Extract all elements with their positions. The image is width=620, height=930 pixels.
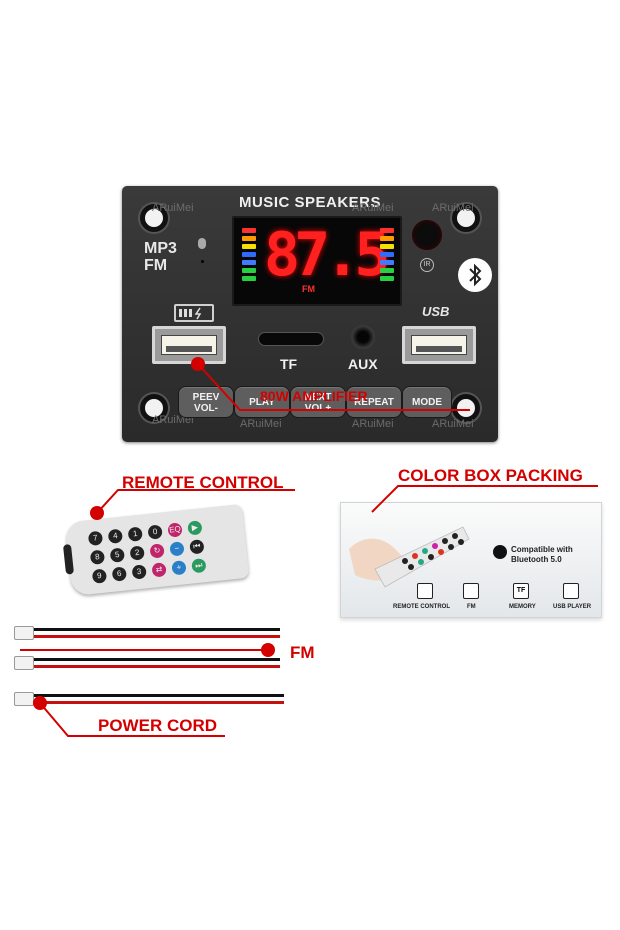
button-label: VOL- [194,403,218,414]
remote-ir-window [62,543,75,575]
remote-key[interactable]: 0 [147,524,163,540]
remote-control-label: REMOTE CONTROL [122,473,284,492]
remote-key[interactable]: 5 [109,547,126,563]
memory-feature-icon: TF [513,583,529,599]
remote-key[interactable]: 6 [111,566,128,582]
mounting-hole-bottom-left [140,394,168,422]
fm-feature-icon [463,583,479,599]
watermark: ARuiMei [352,418,394,430]
microphone-hole [201,260,204,263]
level-bars-left [242,228,256,284]
remote-key[interactable]: 9 [91,568,108,584]
remote-key[interactable]: 3 [131,564,147,580]
mp3-fm-label: MP3 FM [144,240,177,274]
hand-with-remote-image [349,526,470,588]
bluetooth-badge-icon [493,545,507,559]
mounting-hole-top-left [140,204,168,232]
tf-label: TF [280,356,298,372]
compat-line2: Bluetooth 5.0 [511,555,562,564]
microphone-icon [198,238,206,249]
remote-key[interactable]: + [171,560,187,576]
cable-connector [14,656,34,670]
watermark: ARuiMei [432,418,474,430]
watermark: ARuiMei [152,202,194,214]
feature-label: REMOTE CONTROL [393,604,450,610]
mode-button[interactable]: MODE [402,386,452,418]
button-label: VOL+ [304,403,332,414]
frequency-display: 87.5 [264,220,391,290]
display-fm-indicator: FM [302,284,315,294]
feature-label: FM [467,604,476,610]
cable-wire-black [34,658,280,661]
bluetooth-icon [458,258,492,292]
power-cord-label: POWER CORD [98,716,217,735]
fm-cable-label: FM [290,643,315,662]
remote-key[interactable]: 1 [127,526,143,542]
watermark: ARuiMei [432,202,474,214]
remote-key[interactable]: 8 [89,549,106,565]
cable-wire-red [34,635,280,638]
remote-key[interactable]: ▶ [187,520,203,536]
button-label: PEEV [192,392,220,403]
remote-key[interactable]: 2 [129,545,145,561]
remote-key[interactable]: 4 [107,528,124,544]
color-box: Compatible with Bluetooth 5.0 TF REMOTE … [340,502,602,618]
battery-icon [174,304,214,322]
remote-key[interactable]: ⏮ [189,539,205,555]
cable-wire-black [34,628,280,631]
cable-wire-red [34,665,280,668]
remote-key[interactable]: 7 [87,530,104,547]
aux-label: AUX [348,356,378,372]
remote-key[interactable]: ⏭ [191,558,207,574]
module-title: MUSIC SPEAKERS [238,194,382,211]
remote-key[interactable]: EQ [167,522,183,538]
watermark: ARuiMei [240,418,282,430]
compat-line1: Compatible with [511,545,573,554]
audio-module-board: MUSIC SPEAKERS ARuiMei ARuiMei ARuiMei A… [122,186,498,442]
usb-logo: USB [422,304,450,319]
color-box-label: COLOR BOX PACKING [398,466,583,485]
aux-jack [350,324,376,350]
usb-port-right [402,326,476,364]
cable-wire-red [34,701,284,704]
fm-label: FM [144,257,168,274]
prev-vol-down-button[interactable]: PEEV VOL- [178,386,234,418]
usb-feature-icon [563,583,579,599]
ir-receiver [412,220,442,250]
watermark: ARuiMei [352,202,394,214]
led-display: 87.5 FM [232,216,402,306]
ir-label: IR [420,258,434,272]
mounting-hole-top-right [452,204,480,232]
usb-port-left [152,326,226,364]
cable-wire-black [34,694,284,697]
remote-key[interactable]: ⇄ [151,562,167,578]
amplifier-label: 80W AMPLIFIER [260,388,368,404]
mp3-label: MP3 [144,240,177,257]
feature-label: MEMORY [509,604,536,610]
remote-feature-icon [417,583,433,599]
cable-connector [14,692,34,706]
remote-key[interactable]: − [169,541,185,557]
tf-card-slot [258,332,324,346]
cable-connector [14,626,34,640]
level-bars-right [380,228,394,284]
button-label: MODE [412,397,442,408]
feature-label: USB PLAYER [553,604,592,610]
remote-key[interactable]: ↻ [149,543,165,559]
